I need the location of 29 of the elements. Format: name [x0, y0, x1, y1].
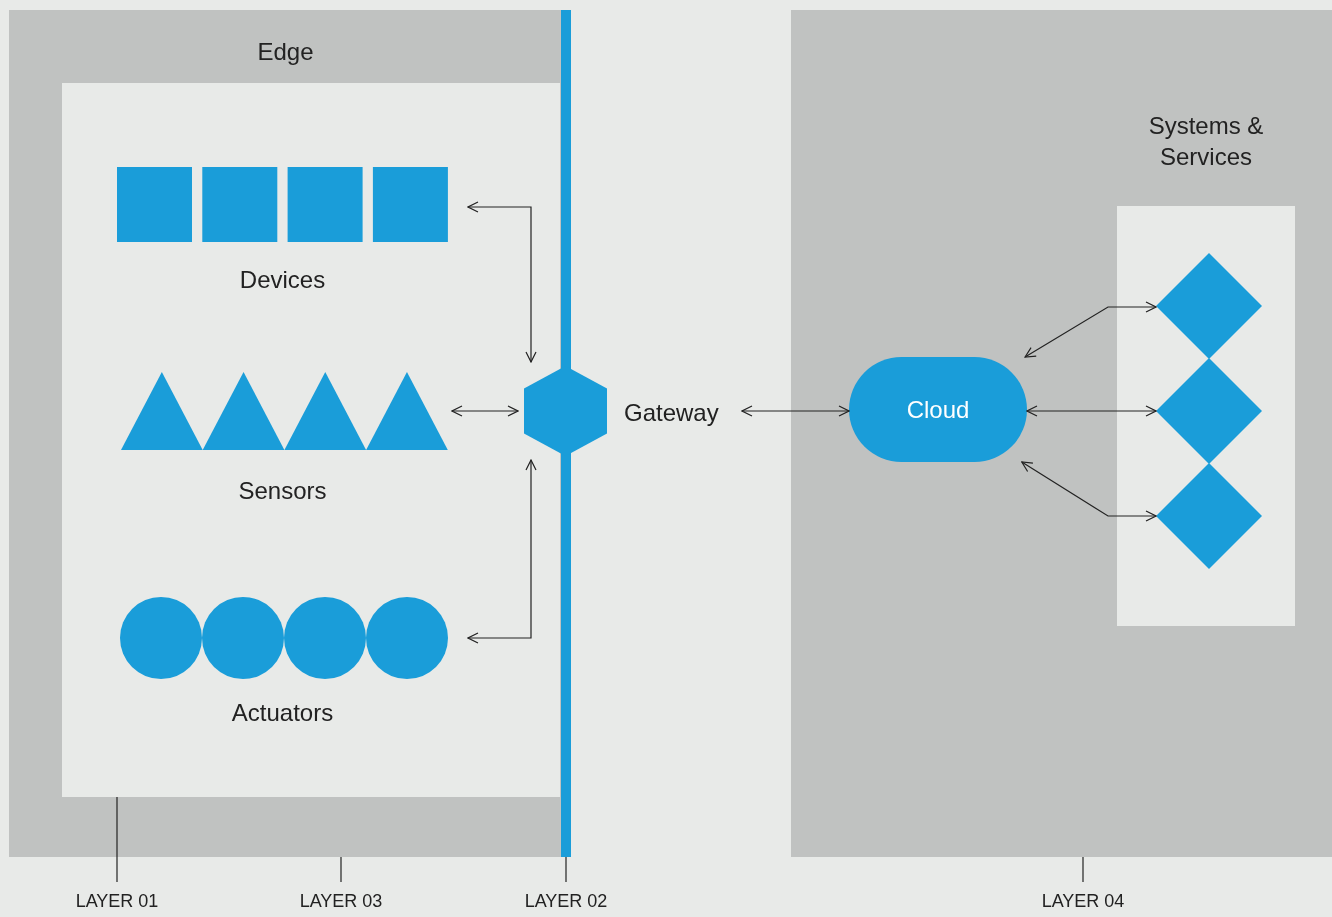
- panel: [791, 10, 1332, 857]
- group-label: Devices: [239, 265, 326, 295]
- double-arrow: [1021, 461, 1157, 522]
- double-arrow: [451, 405, 519, 417]
- diamond: [1156, 358, 1262, 464]
- group-label: Sensors: [238, 476, 327, 506]
- leader-line: [116, 796, 118, 883]
- leader-line: [340, 856, 342, 883]
- double-arrow: [467, 201, 537, 363]
- double-arrow: [1026, 405, 1157, 417]
- double-arrow: [741, 405, 850, 417]
- layer-label: LAYER 01: [75, 890, 159, 912]
- diamond: [1156, 463, 1262, 569]
- double-arrow: [467, 459, 537, 644]
- panel: [62, 83, 560, 797]
- panel-title: Systems & Services: [1147, 111, 1265, 172]
- double-arrow: [1024, 301, 1157, 358]
- gateway-label: Gateway: [624, 399, 719, 426]
- cloud-pill: Cloud: [849, 357, 1027, 462]
- group-label: Actuators: [231, 698, 334, 728]
- diamond: [1156, 253, 1262, 359]
- panel-title: Edge: [257, 37, 314, 67]
- edge-panel: [9, 10, 562, 857]
- layer-label: LAYER 03: [299, 890, 383, 912]
- divider-bar: [561, 10, 571, 857]
- layer-label: LAYER 02: [524, 890, 608, 912]
- leader-line: [565, 856, 567, 883]
- leader-line: [1082, 856, 1084, 883]
- layer-label: LAYER 04: [1041, 890, 1125, 912]
